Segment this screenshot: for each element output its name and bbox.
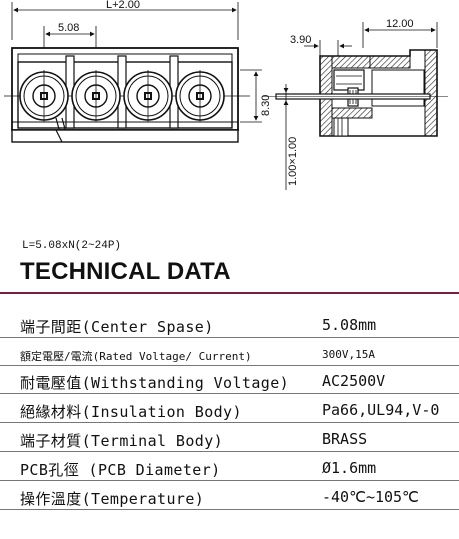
dimension-overall: L+2.00 <box>11 0 239 40</box>
title-divider <box>0 292 459 294</box>
row-divider <box>0 422 459 423</box>
dim-side-width-label: 12.00 <box>386 18 414 30</box>
technical-drawing: L+2.00 5.08 <box>4 0 448 190</box>
row-divider <box>0 480 459 481</box>
dimension-height: 8.30 <box>240 69 272 123</box>
spec-row-temperature: 操作溫度(Temperature) -40℃~105℃ <box>0 484 459 510</box>
spec-value: Pa66,UL94,V-0 <box>322 401 440 419</box>
dimension-pitch: 5.08 <box>43 22 97 48</box>
dim-height-label: 8.30 <box>260 95 272 116</box>
spec-value: 300V,15A <box>322 348 375 361</box>
section-title: TECHNICAL DATA <box>20 258 231 285</box>
spec-label: PCB孔徑 (PCB Diameter) <box>20 461 221 479</box>
spec-label: 端子材質(Terminal Body) <box>20 432 224 450</box>
dim-overall-label: L+2.00 <box>106 0 140 11</box>
row-divider <box>0 393 459 394</box>
spec-row-center-space: 端子間距(Center Spase) 5.08mm <box>0 312 459 338</box>
spec-row-terminal-body: 端子材質(Terminal Body) BRASS <box>0 426 459 452</box>
spec-row-insulation: 絕緣材料(Insulation Body) Pa66,UL94,V-0 <box>0 397 459 423</box>
spec-value: AC2500V <box>322 372 386 390</box>
dim-side-offset-label: 3.90 <box>290 34 311 46</box>
row-divider <box>0 337 459 338</box>
row-divider <box>0 451 459 452</box>
spec-value: BRASS <box>322 430 368 448</box>
row-divider <box>0 365 459 366</box>
spec-label: 絕緣材料(Insulation Body) <box>20 403 242 421</box>
dim-pitch-label: 5.08 <box>58 22 79 34</box>
row-divider <box>0 509 459 510</box>
length-formula: L=5.08xN(2~24P) <box>22 240 122 252</box>
dim-pin-label: 1.00×1.00 <box>287 137 299 186</box>
spec-label: 額定電壓/電流(Rated Voltage/ Current) <box>20 350 252 363</box>
spec-row-pcb-diameter: PCB孔徑 (PCB Diameter) Ø1.6mm <box>0 455 459 481</box>
spec-value: Ø1.6mm <box>322 459 377 477</box>
spec-row-withstanding-voltage: 耐電壓值(Withstanding Voltage) AC2500V <box>0 368 459 394</box>
side-view: 12.00 3.90 <box>262 18 448 190</box>
spec-label: 耐電壓值(Withstanding Voltage) <box>20 374 290 392</box>
screw-terminals <box>19 70 225 122</box>
spec-label: 操作溫度(Temperature) <box>20 490 205 508</box>
spec-row-rating: 額定電壓/電流(Rated Voltage/ Current) 300V,15A <box>0 340 459 366</box>
spec-label: 端子間距(Center Spase) <box>20 318 214 336</box>
spec-value: -40℃~105℃ <box>322 488 419 506</box>
spec-value: 5.08mm <box>322 316 377 334</box>
